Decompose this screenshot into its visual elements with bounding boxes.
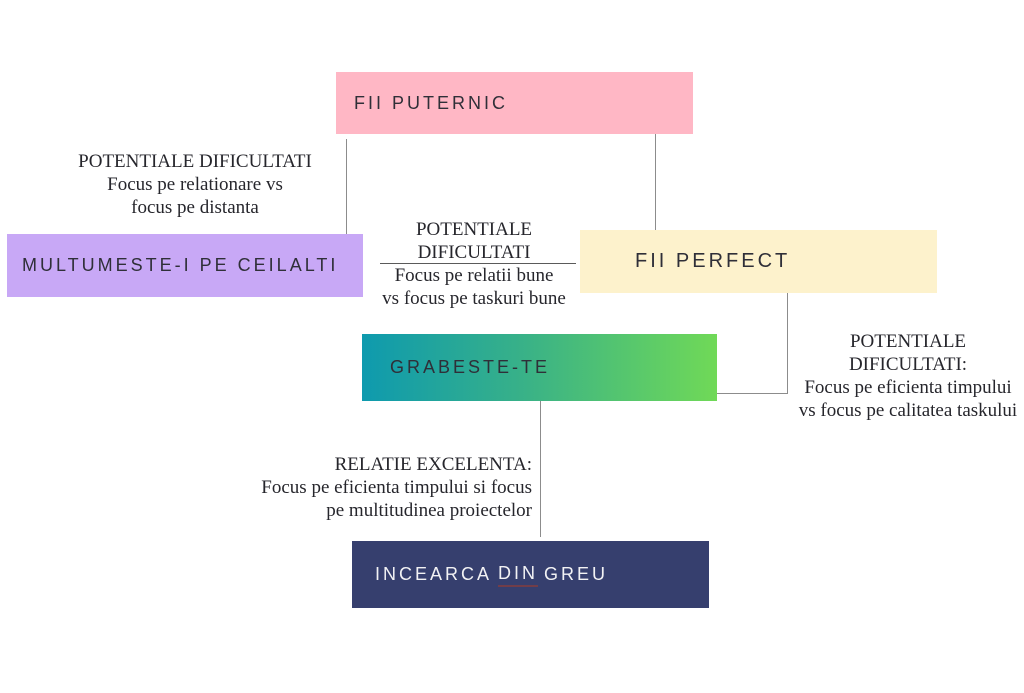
connector-puternic-to-multumeste bbox=[346, 139, 347, 234]
note-potentiale-dificultati-left: POTENTIALE DIFICULTATI Focus pe relation… bbox=[75, 150, 315, 219]
node-fii-puternic: FII PUTERNIC bbox=[336, 72, 693, 134]
note-line: vs focus pe taskuri bune bbox=[382, 288, 566, 309]
node-grabeste-te: GRABESTE-TE bbox=[362, 334, 717, 401]
note-line: RELATIE EXCELENTA: bbox=[334, 454, 532, 475]
node-multumeste-i-pe-ceilalti: MULTUMESTE-I PE CEILALTI bbox=[7, 234, 363, 297]
note-relatie-excelenta: RELATIE EXCELENTA: Focus pe eficienta ti… bbox=[238, 453, 532, 522]
node-incearca-label-pre: INCEARCA bbox=[375, 564, 493, 584]
connector-divider-middle-note bbox=[380, 263, 576, 264]
node-incearca-din-greu: INCEARCA DIN GREU bbox=[352, 541, 709, 608]
note-line: Focus pe relationare vs bbox=[107, 174, 283, 195]
node-fii-perfect-label: FII PERFECT bbox=[635, 250, 791, 272]
note-line: pe multitudinea proiectelor bbox=[326, 500, 532, 521]
note-line: Focus pe relatii bune bbox=[394, 265, 554, 286]
note-potentiale-dificultati-right: POTENTIALE DIFICULTATI: Focus pe eficien… bbox=[793, 330, 1023, 422]
note-line: Focus pe eficienta timpului si focus bbox=[261, 477, 532, 498]
node-fii-perfect: FII PERFECT bbox=[580, 230, 937, 293]
node-incearca-label-underlined: DIN bbox=[498, 563, 539, 587]
note-line: focus pe distanta bbox=[131, 197, 259, 218]
node-multumeste-label: MULTUMESTE-I PE CEILALTI bbox=[22, 255, 339, 275]
node-fii-puternic-label: FII PUTERNIC bbox=[354, 92, 509, 113]
connector-perfect-elbow-horizontal bbox=[717, 393, 788, 394]
note-potentiale-dificultati-middle: POTENTIALE DIFICULTATI Focus pe relatii … bbox=[360, 218, 588, 310]
node-grabeste-te-label: GRABESTE-TE bbox=[390, 357, 551, 377]
note-line: POTENTIALE DIFICULTATI: bbox=[848, 331, 968, 375]
note-line: POTENTIALE DIFICULTATI bbox=[415, 219, 533, 263]
note-line: POTENTIALE DIFICULTATI bbox=[78, 151, 312, 172]
note-line: vs focus pe calitatea taskului bbox=[798, 400, 1018, 421]
node-incearca-label-post: GREU bbox=[544, 564, 609, 584]
connector-puternic-to-perfect bbox=[655, 134, 656, 230]
connector-perfect-elbow-vertical bbox=[787, 293, 788, 394]
note-line: Focus pe eficienta timpului bbox=[804, 377, 1012, 398]
connector-grabeste-to-incearca bbox=[540, 401, 541, 537]
